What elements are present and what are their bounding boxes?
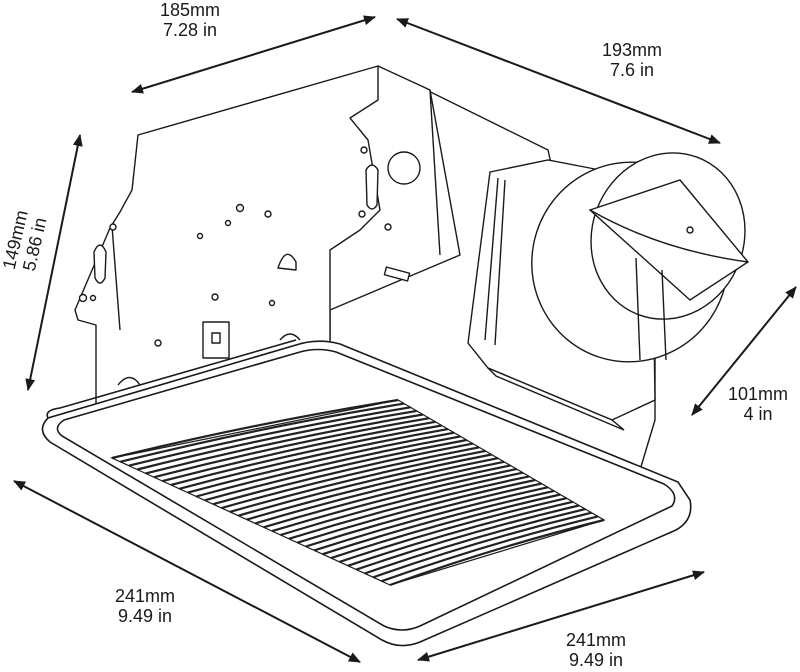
grille-slat: [364, 508, 586, 575]
dim-bottom-left-mm: 241mm: [114, 586, 176, 606]
duct-collar: [467, 152, 750, 431]
grille-slat: [145, 413, 424, 475]
grille-slat: [313, 486, 549, 552]
grille-slat: [296, 478, 536, 544]
grille-slat: [229, 449, 486, 513]
grille-slat: [137, 409, 417, 471]
grille-slat: [280, 471, 524, 537]
grille-slat: [170, 424, 442, 486]
grille-slat: [330, 493, 561, 560]
grille-slat: [187, 431, 455, 494]
grille-slat: [381, 515, 599, 583]
grille-slat: [271, 468, 517, 533]
grille-slat: [204, 438, 467, 502]
dim-top-left-mm: 185mm: [159, 0, 221, 20]
dim-bottom-left-in: 9.49 in: [117, 606, 173, 626]
grille-slat: [263, 464, 511, 529]
dim-label-bottom-left: 241mm 9.49 in: [105, 586, 185, 626]
dim-line-bottom-left: [13, 480, 361, 663]
dim-top-right-in: 7.6 in: [609, 60, 655, 80]
dim-line-right-duct: [691, 286, 797, 416]
grille-slat: [153, 417, 430, 479]
dim-line-top-left: [131, 15, 376, 94]
dim-right-duct-in: 4 in: [743, 404, 773, 424]
grille-slats: [111, 398, 605, 587]
grille-slat: [372, 511, 592, 579]
grille-slat: [238, 453, 492, 517]
dim-label-top-left: 185mm 7.28 in: [150, 0, 230, 40]
grille-slat: [339, 497, 567, 563]
grille-slat: [111, 398, 399, 460]
dim-label-top-right: 193mm 7.6 in: [592, 40, 672, 80]
grille-slat: [288, 475, 530, 540]
grille-slat: [128, 406, 411, 467]
grille-slat: [389, 518, 605, 587]
grille-slat: [254, 460, 505, 525]
grille-slat: [305, 482, 542, 548]
dim-line-left-height: [25, 134, 83, 391]
dim-top-left-in: 7.28 in: [162, 20, 218, 40]
dimension-lines: [13, 15, 797, 663]
grille-slat: [120, 402, 405, 463]
grille-slat: [221, 446, 480, 510]
dim-bottom-right-mm: 241mm: [565, 630, 627, 650]
dim-label-bottom-right: 241mm 9.49 in: [556, 630, 636, 670]
dim-line-bottom-right: [417, 570, 705, 662]
dim-right-duct-mm: 101mm: [727, 384, 789, 404]
dim-label-right-duct: 101mm 4 in: [718, 384, 798, 424]
bracket-holes: [78, 146, 421, 386]
grille-slat: [246, 457, 499, 521]
grille-slat: [162, 420, 436, 483]
grille-slat: [195, 435, 461, 498]
grille-slat: [179, 428, 449, 490]
dim-top-right-mm: 193mm: [601, 40, 663, 60]
grille-slat: [347, 500, 574, 567]
grille-slat: [322, 489, 555, 556]
cover-inner: [56, 348, 676, 631]
grille-slat: [355, 504, 580, 571]
grille-cover: [41, 339, 692, 647]
grille-slat: [212, 442, 474, 506]
dim-bottom-right-in: 9.49 in: [568, 650, 624, 670]
dim-line-top-right: [396, 18, 721, 144]
